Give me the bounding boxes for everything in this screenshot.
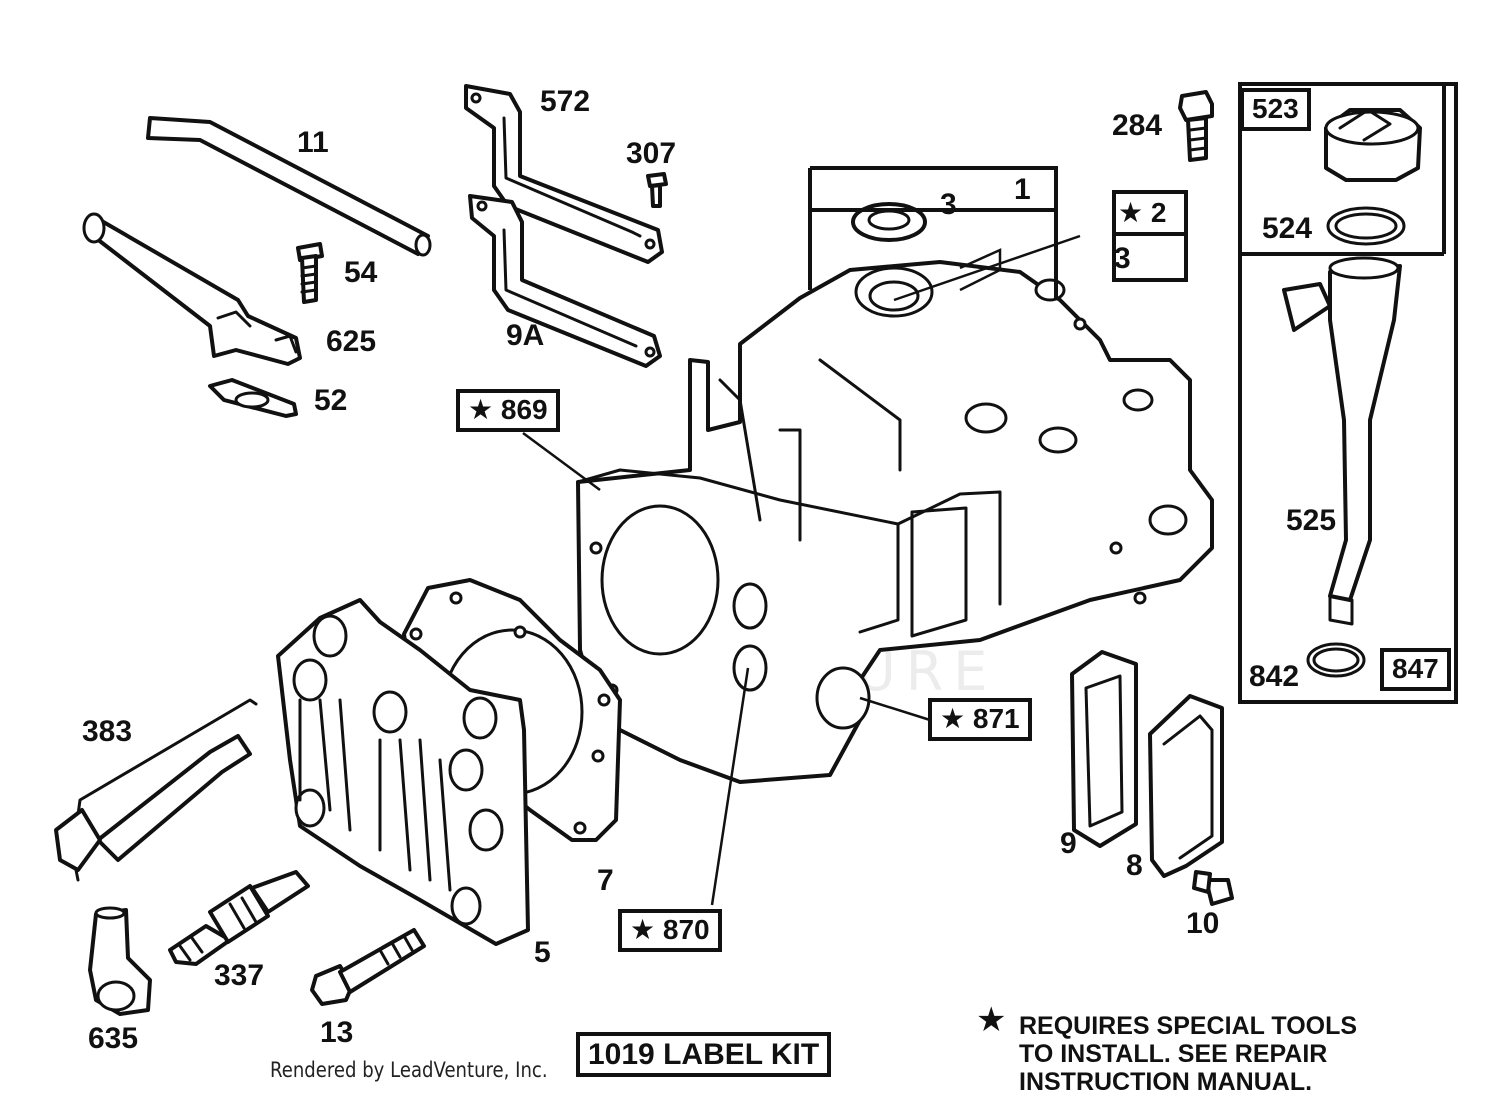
part-3-seal[interactable]	[851, 202, 927, 242]
part-8-cover[interactable]	[1148, 694, 1224, 878]
part-13-bolt[interactable]	[310, 928, 426, 1006]
label-52: 52	[314, 384, 348, 417]
label-3-kit: 3	[1114, 242, 1131, 275]
label-635: 635	[88, 1022, 139, 1055]
kit-frame-1	[808, 166, 1058, 300]
kit-frame-523	[1238, 82, 1458, 704]
label-7: 7	[597, 864, 614, 897]
label-11: 11	[297, 126, 329, 159]
box-label-871: 871	[928, 698, 1032, 741]
part-383-tube[interactable]	[54, 698, 258, 882]
part-11-tube[interactable]	[146, 116, 432, 257]
footnote-line-1: REQUIRES SPECIAL TOOLS	[1019, 1012, 1358, 1040]
box-label-1: 1	[1014, 173, 1031, 206]
part-337-spark-plug[interactable]	[168, 870, 310, 966]
label-9: 9	[1060, 827, 1077, 860]
label-337: 337	[214, 959, 265, 992]
part-5-cylinder-head[interactable]	[276, 598, 530, 946]
engine-block[interactable]	[576, 260, 1214, 784]
part-635-elbow[interactable]	[88, 906, 152, 1016]
part-9-gasket[interactable]	[1070, 650, 1138, 848]
label-525: 525	[1286, 504, 1337, 537]
part-572-plate[interactable]	[464, 84, 664, 264]
label-524: 524	[1262, 212, 1313, 245]
label-54: 54	[344, 256, 378, 289]
label-3-seal: 3	[940, 188, 957, 221]
part-525-tube[interactable]	[1282, 256, 1402, 626]
part-842-o-ring[interactable]	[1306, 642, 1366, 678]
label-8: 8	[1126, 849, 1143, 882]
label-284: 284	[1112, 109, 1163, 142]
label-383: 383	[82, 715, 133, 748]
label-842: 842	[1249, 660, 1300, 693]
footnote-line-2: TO INSTALL. SEE REPAIR	[1019, 1040, 1328, 1068]
part-307-screw[interactable]	[646, 172, 668, 208]
label-307: 307	[626, 137, 677, 170]
part-52-gasket[interactable]	[208, 378, 298, 418]
render-credit: Rendered by LeadVenture, Inc.	[270, 1058, 548, 1082]
box-label-847: 847	[1380, 648, 1451, 691]
label-kit-box: 1019 LABEL KIT	[576, 1032, 832, 1077]
leader-lines	[522, 234, 1081, 906]
part-284-bolt[interactable]	[1178, 90, 1214, 162]
kit-frame-2	[1112, 190, 1188, 282]
label-13: 13	[320, 1016, 354, 1049]
part-10-screw[interactable]	[1192, 870, 1234, 906]
label-572: 572	[540, 85, 591, 118]
label-5: 5	[534, 936, 551, 969]
part-524-o-ring[interactable]	[1326, 206, 1406, 246]
footnote-line-3: INSTRUCTION MANUAL.	[1019, 1068, 1313, 1096]
part-9a-gasket[interactable]	[468, 194, 662, 368]
label-625: 625	[326, 325, 377, 358]
part-54-bolt[interactable]	[296, 242, 324, 304]
box-label-523: 523	[1240, 88, 1311, 131]
label-10: 10	[1186, 907, 1220, 940]
part-625-intake[interactable]	[82, 212, 302, 366]
footnote-star-icon: ★	[976, 1001, 1007, 1039]
box-label-869: 869	[456, 389, 560, 432]
label-9a: 9A	[506, 319, 545, 352]
box-label-2: 2	[1118, 199, 1167, 227]
box-label-870: 870	[618, 909, 722, 952]
part-523-cap[interactable]	[1324, 108, 1422, 182]
